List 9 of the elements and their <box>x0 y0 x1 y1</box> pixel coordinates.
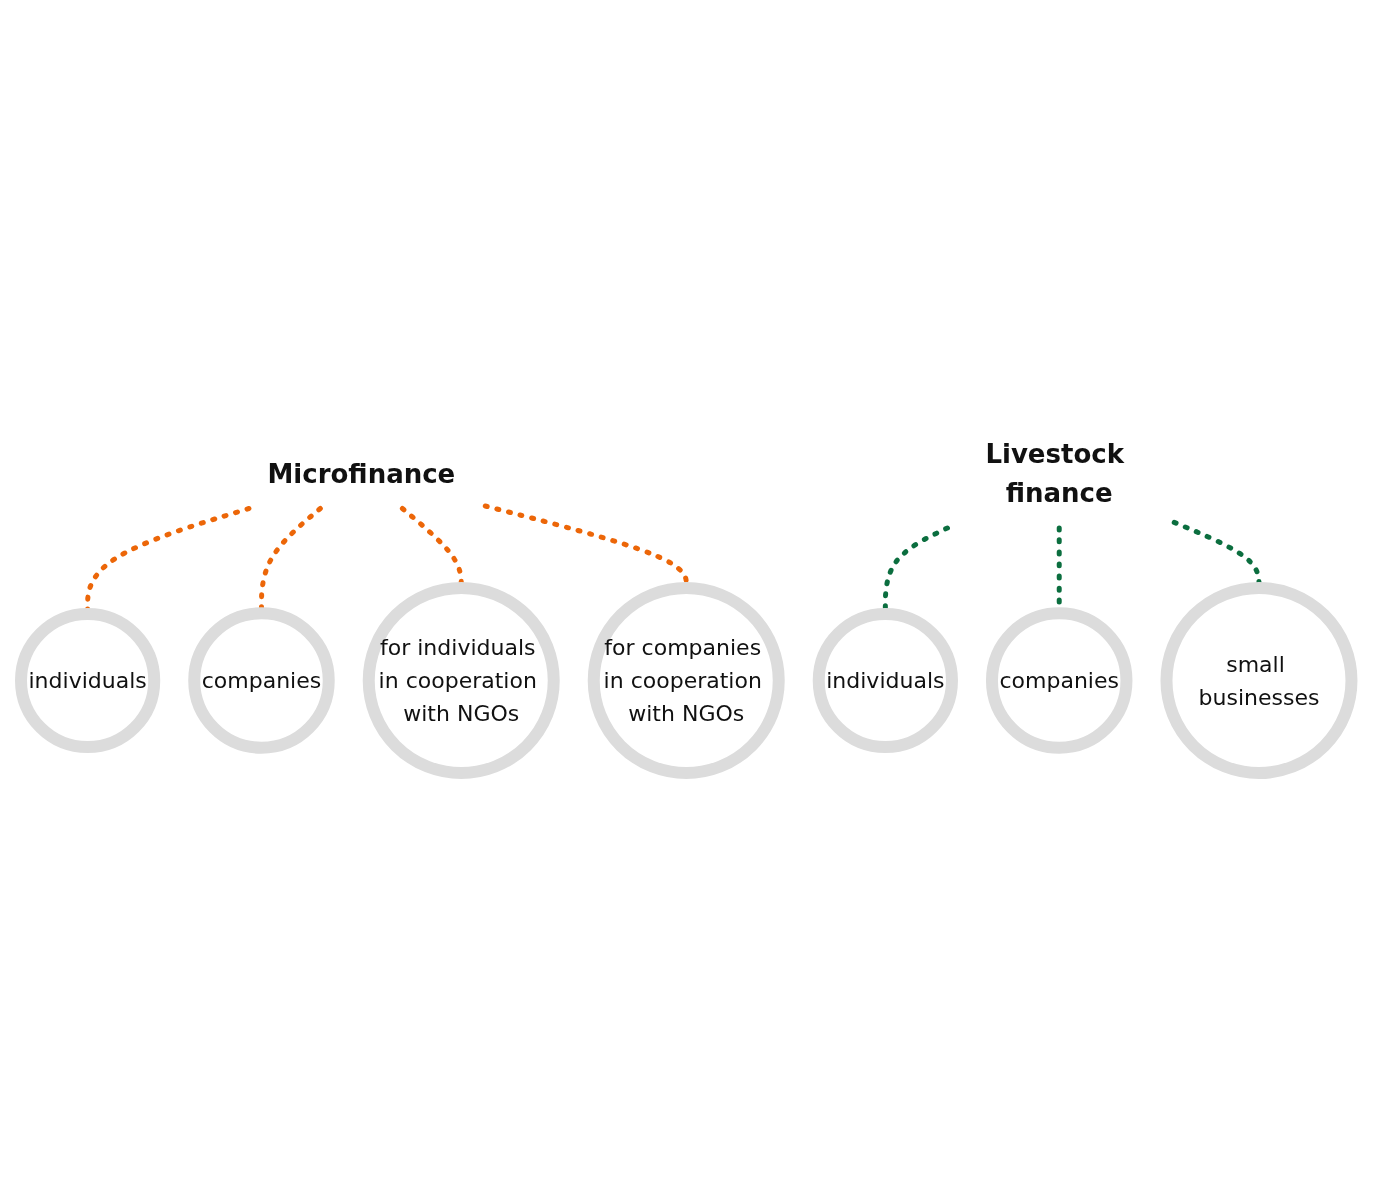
node-circle: small businesses <box>1160 582 1358 779</box>
node-circle: for companies in cooperation with NGOs <box>588 582 785 779</box>
node-circle: individuals <box>15 607 161 754</box>
node-text: Microfinance <box>267 458 456 489</box>
node-text: Livestock finance <box>985 439 1125 508</box>
node-circle: for individuals in cooperation with NGOs <box>363 582 560 779</box>
node-circle: companies <box>986 607 1133 754</box>
node-circle: companies <box>188 607 335 754</box>
node-circle: individuals <box>813 607 959 754</box>
